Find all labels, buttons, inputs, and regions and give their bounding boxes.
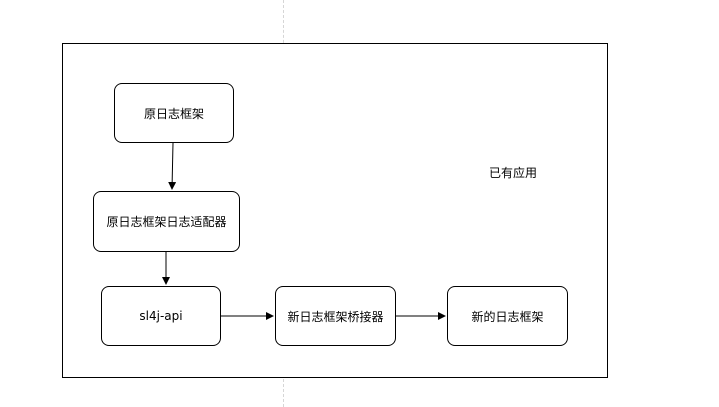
new-logging-bridge-label: 新日志框架桥接器 [287, 309, 384, 324]
slf4j-api-label: sl4j-api [139, 309, 183, 323]
slf4j-api-node[interactable]: sl4j-api [101, 286, 221, 346]
existing-application-label: 已有应用 [488, 166, 537, 180]
legacy-logging-adapter-node[interactable]: 原日志框架日志适配器 [93, 191, 240, 252]
legacy-logging-framework-label: 原日志框架 [143, 106, 204, 121]
new-logging-bridge-node[interactable]: 新日志框架桥接器 [275, 286, 396, 346]
new-logging-framework-node[interactable]: 新的日志框架 [447, 286, 568, 346]
new-logging-framework-label: 新的日志框架 [471, 309, 544, 324]
legacy-logging-adapter-label: 原日志框架日志适配器 [106, 215, 227, 229]
legacy-logging-framework-node[interactable]: 原日志框架 [114, 83, 234, 143]
